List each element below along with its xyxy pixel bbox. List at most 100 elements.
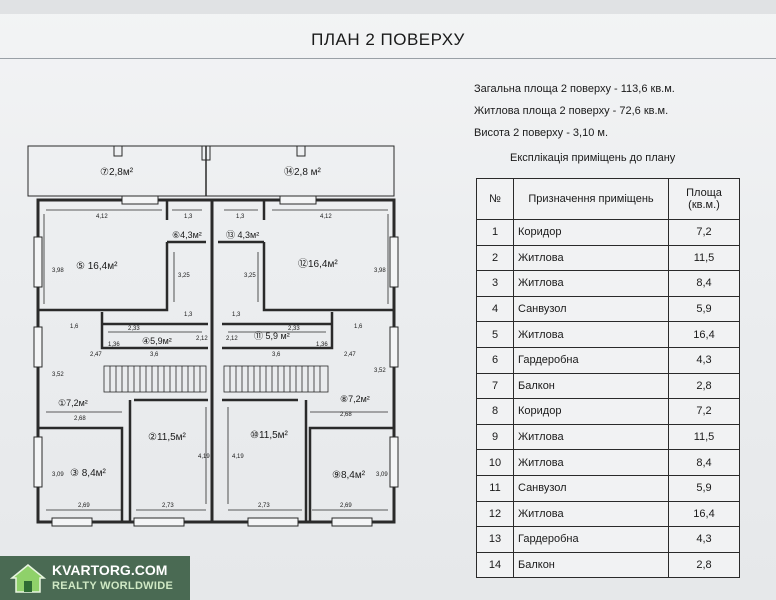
room-number: 12 [476,500,514,528]
room-purpose: Гардеробна [513,346,669,374]
explication-title: Експлікація приміщень до плану [510,152,676,164]
room-area: 7,2 [668,219,740,246]
dim-273-right: 2,73 [258,503,270,509]
dim-268-right: 2,68 [340,412,352,418]
room-number: 7 [476,372,514,400]
house-logo-icon [9,564,47,593]
dim-136-left: 1,36 [108,342,120,348]
room-purpose: Санвузол [513,295,669,323]
room-area: 2,8 [668,372,740,400]
watermark: KVARTORG.COM REALTY WORLDWIDE [0,556,190,600]
col-area-header: Площа (кв.м.) [668,178,740,220]
dim-233-left: 2,33 [128,326,140,332]
room-number: 9 [476,423,514,451]
room-area: 16,4 [668,500,740,528]
floor-height: Висота 2 поверху - 3,10 м. [474,127,609,139]
room-purpose: Балкон [513,372,669,400]
room-purpose: Житлова [513,449,669,476]
room-labels: ⑦2,8м² ⑭2,8 м² ⑤ 16,4м² ⑫16,4м² ⑥4,3м² ⑬… [58,166,370,481]
dim-309-right: 3,09 [376,472,388,478]
room-12-label: ⑫16,4м² [298,258,338,270]
total-area: Загальна площа 2 поверху - 113,6 кв.м. [474,83,675,95]
room-purpose: Житлова [513,500,669,528]
dim-269-right: 2,69 [340,503,352,509]
dim-136-right: 1,36 [316,342,328,348]
dim-212-left: 2,12 [196,336,208,342]
room-area: 11,5 [668,244,740,272]
dim-325-right: 3,25 [244,273,256,279]
room-9-label: ⑨8,4м² [332,470,366,481]
dim-13-c: 1,3 [184,312,193,318]
room-number: 3 [476,270,514,297]
room-number: 1 [476,219,514,246]
room-purpose: Коридор [513,398,669,425]
dim-398-right: 3,98 [374,268,386,274]
dim-309-left: 3,09 [52,472,64,478]
room-area: 11,5 [668,423,740,451]
room-area: 7,2 [668,398,740,425]
dim-412-left: 4,12 [96,214,108,220]
room-number: 13 [476,526,514,553]
room-7-label: ⑦2,8м² [100,167,134,178]
title-divider [0,58,776,59]
room-1-label: ①7,2м² [58,398,88,408]
room-11-label: ⑪ 5,9 м² [254,331,290,341]
room-area: 4,3 [668,526,740,553]
room-5-label: ⑤ 16,4м² [76,261,118,272]
table-header-row: № Призначення приміщень Площа (кв.м.) [476,178,740,220]
dim-212-right: 2,12 [226,336,238,342]
room-area: 5,9 [668,295,740,323]
windows [33,195,399,527]
room-area: 8,4 [668,449,740,476]
room-purpose: Гардеробна [513,526,669,553]
room-number: 11 [476,474,514,502]
room-number: 14 [476,551,514,579]
dim-36-left: 3,6 [150,352,159,358]
dimension-labels: 4,12 4,12 1,3 1,3 1,3 1,3 3,98 3,98 3,25… [52,214,388,509]
room-purpose: Житлова [513,423,669,451]
dim-352-left: 3,52 [52,372,64,378]
room-number: 6 [476,346,514,374]
dim-247-left: 2,47 [90,352,102,358]
room-purpose: Коридор [513,219,669,246]
stairs [103,365,329,393]
dim-16-right: 1,6 [354,324,363,330]
dim-412-right: 4,12 [320,214,332,220]
watermark-site: KVARTORG.COM [52,562,168,578]
room-number: 5 [476,321,514,348]
room-10-label: ⑩11,5м² [250,430,289,441]
col-num-header: № [476,178,514,220]
floor-plan: ⑦2,8м² ⑭2,8 м² ⑤ 16,4м² ⑫16,4м² ⑥4,3м² ⑬… [27,145,399,527]
room-area: 16,4 [668,321,740,348]
dim-16-left: 1,6 [70,324,79,330]
room-number: 2 [476,244,514,272]
room-13-label: ⑬ 4,3м² [226,230,259,240]
dim-419-right: 4,19 [232,454,244,460]
dim-247-right: 2,47 [344,352,356,358]
room-purpose: Житлова [513,244,669,272]
dim-352-right: 3,52 [374,368,386,374]
dim-233-right: 2,33 [288,326,300,332]
dim-269-left: 2,69 [78,503,90,509]
dim-36-right: 3,6 [272,352,281,358]
col-purpose-header: Призначення приміщень [513,178,669,220]
plan-title: ПЛАН 2 ПОВЕРХУ [311,30,465,49]
room-6-label: ⑥4,3м² [172,230,202,240]
room-purpose: Балкон [513,551,669,579]
interior-walls [38,200,394,522]
room-purpose: Санвузол [513,474,669,502]
room-area: 5,9 [668,474,740,502]
room-area: 4,3 [668,346,740,374]
